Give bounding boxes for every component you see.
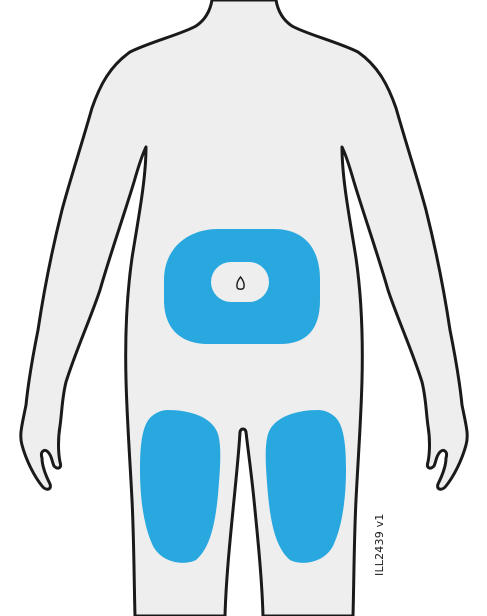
right-thigh-injection-zone bbox=[140, 410, 220, 563]
illustration-reference-code: ILL2439 v1 bbox=[374, 514, 385, 577]
left-thigh-injection-zone bbox=[266, 410, 346, 563]
navel-exclusion-area bbox=[211, 262, 269, 302]
